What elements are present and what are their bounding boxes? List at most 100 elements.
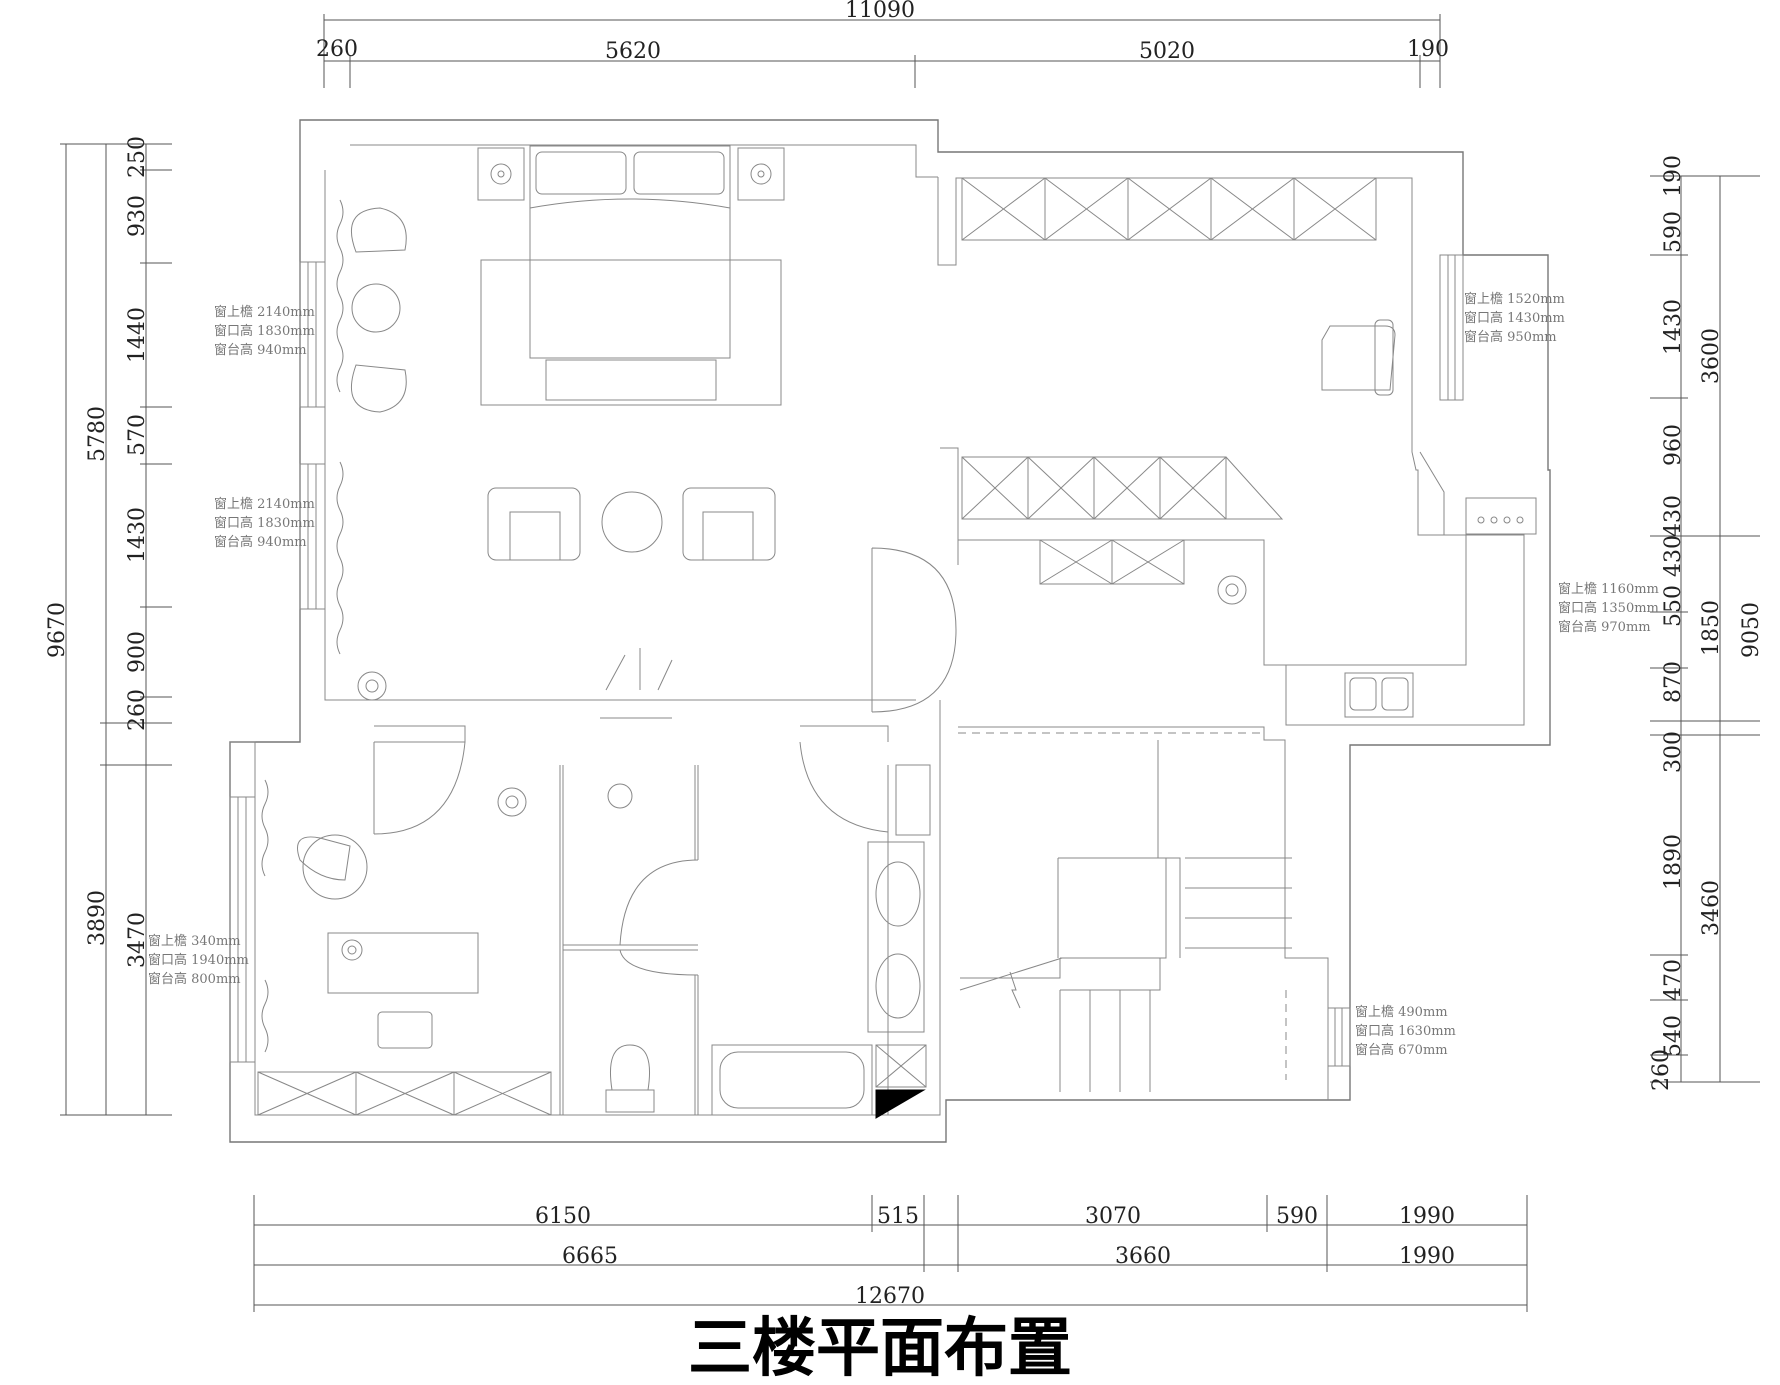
toilet xyxy=(610,1044,650,1091)
armchair xyxy=(351,364,407,413)
dim-left-inner: 3470 xyxy=(125,912,150,968)
dim-bottom-row2: 6665 xyxy=(562,1244,618,1269)
dim-left-middle: 5780 xyxy=(85,406,110,462)
dim-right-inner: 470 xyxy=(1661,959,1686,1001)
stove xyxy=(1465,497,1537,535)
dim-bottom-row1: 590 xyxy=(1276,1204,1318,1229)
window-note-line: 窗口高 1350mm xyxy=(1558,600,1659,616)
bedroom2-furniture xyxy=(257,787,552,1116)
dim-right-inner: 190 xyxy=(1661,155,1686,197)
dim-left-outer: 9670 xyxy=(45,602,70,658)
window-note-line: 窗口高 1430mm xyxy=(1464,310,1565,326)
dim-left-inner: 250 xyxy=(125,136,150,178)
dim-right-inner: 260 xyxy=(1649,1049,1674,1091)
windows xyxy=(229,254,1464,1067)
window-note-line: 窗台高 970mm xyxy=(1558,619,1651,635)
plan-title: 三楼平面布置 xyxy=(688,1312,1072,1385)
window-note-line: 窗上檐 1520mm xyxy=(1464,291,1565,307)
window-note-line: 窗台高 800mm xyxy=(148,971,241,987)
window-note-line: 窗上檐 1160mm xyxy=(1558,581,1659,597)
dim-bottom-row1: 515 xyxy=(877,1204,919,1229)
bed xyxy=(529,145,731,359)
armchair xyxy=(351,207,407,253)
window-note-line: 窗台高 670mm xyxy=(1355,1042,1448,1058)
rug xyxy=(480,259,782,406)
sink xyxy=(1344,672,1414,718)
dimension-labels: 11090 260 5620 5020 190 6150 515 3070 59… xyxy=(45,0,1764,1309)
dim-bottom-row1: 6150 xyxy=(535,1204,591,1229)
dim-right-outer: 9050 xyxy=(1739,602,1764,658)
dim-right-middle: 3460 xyxy=(1699,880,1724,936)
dim-top-seg: 5020 xyxy=(1139,39,1195,64)
dim-top-seg: 260 xyxy=(316,37,358,62)
dim-bottom-row2: 3660 xyxy=(1115,1244,1171,1269)
lounge-chair xyxy=(297,836,351,881)
bathtub xyxy=(711,1044,873,1116)
window-note-line: 窗上檐 2140mm xyxy=(214,496,315,512)
dim-bottom-total: 12670 xyxy=(855,1284,925,1309)
dim-left-middle: 3890 xyxy=(85,890,110,946)
dim-right-inner: 960 xyxy=(1661,424,1686,466)
desk xyxy=(327,932,479,994)
shelf-cells xyxy=(961,177,1377,241)
plant xyxy=(357,671,387,701)
window-note-line: 窗口高 1940mm xyxy=(148,952,249,968)
cabinets-middle xyxy=(961,456,1284,605)
dim-left-inner: 1430 xyxy=(125,507,150,563)
nightstand xyxy=(477,147,525,201)
chandelier xyxy=(607,783,633,809)
window-notes: 窗上檐 2140mm 窗口高 1830mm 窗台高 940mm 窗上檐 2140… xyxy=(148,291,1659,1058)
dim-left-inner: 1440 xyxy=(125,307,150,363)
dimension-lines xyxy=(60,14,1760,1312)
plant xyxy=(1217,575,1247,605)
doors xyxy=(373,547,957,976)
dim-right-inner: 430 xyxy=(1661,535,1686,577)
dim-left-inner: 900 xyxy=(125,631,150,673)
dim-right-inner: 1890 xyxy=(1661,834,1686,890)
window-note-line: 窗台高 940mm xyxy=(214,342,307,358)
nightstand xyxy=(737,147,785,201)
bathroom-fixtures xyxy=(605,764,931,1119)
office-chair xyxy=(1321,325,1396,391)
staircase xyxy=(959,857,1292,1092)
cabinet xyxy=(895,764,931,836)
dim-right-inner: 870 xyxy=(1661,661,1686,703)
window-note-line: 窗口高 1830mm xyxy=(214,515,315,531)
curtains xyxy=(261,199,344,1053)
wardrobe xyxy=(257,1071,552,1116)
dim-top-total: 11090 xyxy=(845,0,915,23)
dim-bottom-row1: 3070 xyxy=(1085,1204,1141,1229)
study-furniture xyxy=(961,177,1537,718)
dim-top-seg: 5620 xyxy=(605,39,661,64)
dim-left-inner: 260 xyxy=(125,689,150,731)
dim-left-inner: 570 xyxy=(125,414,150,456)
window-note-line: 窗上檐 2140mm xyxy=(214,304,315,320)
dim-top-seg: 190 xyxy=(1407,37,1449,62)
dim-right-inner: 590 xyxy=(1661,211,1686,253)
dim-bottom-row1: 1990 xyxy=(1399,1204,1455,1229)
dim-right-inner: 540 xyxy=(1661,1015,1686,1057)
tea-table xyxy=(601,491,663,553)
side-table xyxy=(351,283,401,333)
plant xyxy=(497,787,527,817)
dim-left-inner: 930 xyxy=(125,195,150,237)
dim-right-inner: 300 xyxy=(1661,731,1686,773)
dim-right-middle: 1850 xyxy=(1699,600,1724,656)
window-note-line: 窗上檐 490mm xyxy=(1355,1004,1448,1020)
dim-bottom-row2: 1990 xyxy=(1399,1244,1455,1269)
window-note-line: 窗台高 950mm xyxy=(1464,329,1557,345)
dim-right-inner: 1430 xyxy=(1661,299,1686,355)
window-note-line: 窗上檐 340mm xyxy=(148,933,241,949)
dim-right-middle: 3600 xyxy=(1699,328,1724,384)
dim-right-inner: 550 xyxy=(1661,585,1686,627)
window-note-line: 窗口高 1830mm xyxy=(214,323,315,339)
window-note-line: 窗口高 1630mm xyxy=(1355,1023,1456,1039)
armchair xyxy=(487,487,581,561)
chair xyxy=(377,1011,433,1049)
armchair xyxy=(682,487,776,561)
dim-right-inner: 430 xyxy=(1661,495,1686,537)
vanity xyxy=(867,841,925,1033)
walls xyxy=(229,119,1551,1143)
bench xyxy=(545,359,717,401)
window-note-line: 窗台高 940mm xyxy=(214,534,307,550)
